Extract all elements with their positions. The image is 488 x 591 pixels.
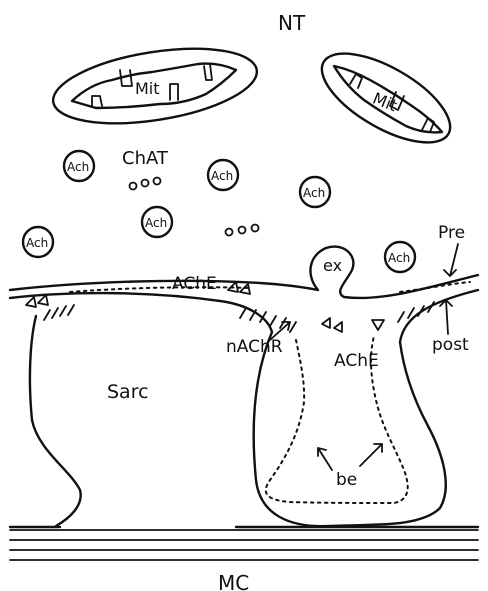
ach-vesicle-2: Ach — [208, 160, 238, 190]
basal-lamina-label: be — [336, 470, 357, 490]
muscle-contractile-label: MC — [218, 571, 249, 591]
small-vesicles-chat — [130, 178, 161, 190]
exocytosis-label: ex — [323, 256, 342, 275]
ach-vesicle-4: Ach — [142, 207, 172, 237]
post-arrow — [440, 300, 452, 334]
ach-vesicle-3: Ach — [300, 177, 330, 207]
ache-cleft-top-dots — [70, 287, 250, 292]
ach-vesicle-5: Ach — [23, 227, 53, 257]
mitochondrion-right: Mit — [309, 36, 464, 160]
sarcoplasm-boundary — [30, 316, 81, 526]
svg-text:Ach: Ach — [388, 251, 410, 265]
nerve-terminal-label: NT — [278, 11, 306, 35]
be-arrow-right — [360, 444, 382, 466]
myofibril-lines — [10, 530, 478, 560]
mitochondrion-left-label: Mit — [135, 79, 160, 98]
be-arrow-left — [318, 448, 332, 470]
pre-label: Pre — [438, 223, 465, 243]
post-label: post — [432, 335, 469, 355]
svg-text:Ach: Ach — [211, 169, 233, 183]
svg-text:Ach: Ach — [67, 160, 89, 174]
nachr-label: nAChR — [226, 337, 283, 357]
svg-text:Ach: Ach — [303, 186, 325, 200]
ach-vesicle-6: Ach — [385, 242, 415, 272]
chat-label: ChAT — [122, 148, 169, 169]
mitochondrion-left: Mit — [48, 36, 262, 135]
sarcoplasm-label: Sarc — [107, 381, 149, 403]
ache-cleft-label: AChE — [334, 351, 379, 371]
ach-vesicle-1: Ach — [64, 151, 94, 181]
svg-text:Ach: Ach — [26, 236, 48, 250]
ache-top-label: AChE — [172, 274, 217, 294]
pre-arrow — [444, 244, 458, 276]
svg-text:Ach: Ach — [145, 216, 167, 230]
small-vesicles-center — [226, 225, 259, 236]
